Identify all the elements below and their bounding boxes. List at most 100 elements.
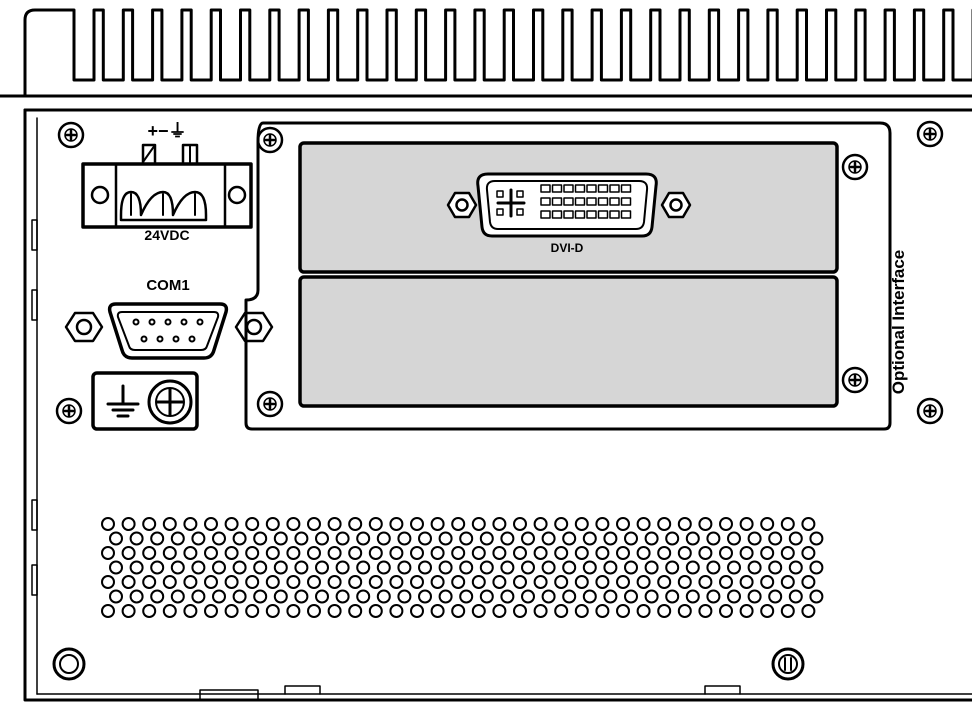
vent-hole: [368, 604, 383, 618]
vent-hole: [657, 575, 672, 589]
vent-hole: [451, 604, 466, 618]
vent-hole: [286, 546, 301, 560]
vent-hole: [533, 546, 548, 560]
vent-hole: [430, 546, 445, 560]
com1-pin: [164, 318, 172, 326]
vent-hole: [418, 531, 432, 546]
vent-hole: [562, 531, 577, 546]
vent-hole: [121, 604, 136, 618]
vent-hole: [327, 517, 342, 531]
vent-hole: [719, 517, 733, 531]
dvi-d-pin: [597, 197, 609, 206]
vent-hole: [273, 531, 288, 546]
vent-hole: [438, 589, 453, 604]
vent-hole: [101, 517, 115, 531]
vent-hole: [739, 546, 754, 560]
vent-hole: [109, 589, 123, 604]
power-voltage-label: 24VDC: [144, 227, 189, 243]
vent-hole: [727, 589, 741, 604]
dvi-d-pin: [540, 184, 551, 193]
vent-hole: [265, 575, 280, 589]
vent-hole: [212, 560, 226, 575]
mounting-screws: [55, 120, 944, 425]
vent-hole: [294, 560, 309, 575]
vent-hole: [500, 589, 515, 604]
vent-hole: [698, 604, 713, 618]
vent-hole: [479, 560, 494, 575]
vent-hole: [368, 546, 383, 560]
vent-hole: [780, 546, 795, 560]
vent-hole: [410, 517, 424, 531]
vent-hole: [788, 589, 803, 604]
vent-hole: [162, 604, 177, 618]
vent-hole: [595, 546, 610, 560]
vent-hole: [150, 531, 165, 546]
vent-hole: [327, 575, 342, 589]
vent-hole: [162, 546, 177, 560]
dvi-d-left-standoff: [446, 191, 478, 219]
vent-hole: [801, 517, 816, 531]
vent-hole: [492, 546, 507, 560]
vent-hole: [142, 546, 157, 560]
vent-hole: [644, 589, 659, 604]
vent-hole: [562, 589, 577, 604]
screw-icon: [57, 121, 85, 149]
vent-hole: [101, 604, 115, 618]
optional-interface-label: Optional Interface: [889, 250, 908, 395]
vent-hole: [513, 546, 527, 560]
vent-hole: [657, 604, 672, 618]
vent-hole: [109, 531, 123, 546]
screw-icon: [841, 366, 869, 394]
dvi-d-port: DVI-D: [446, 172, 692, 255]
vent-hole: [224, 546, 239, 560]
dvi-d-pin: [563, 197, 574, 206]
bottom-right-boss: [771, 647, 805, 681]
vent-hole: [170, 589, 185, 604]
vent-hole: [273, 589, 288, 604]
vent-hole: [224, 575, 239, 589]
vent-hole: [142, 604, 157, 618]
vent-hole: [410, 604, 424, 618]
vent-hole: [665, 560, 680, 575]
vent-hole: [768, 531, 783, 546]
vent-hole: [636, 604, 651, 618]
heatsink-fin-profile: [23, 8, 972, 98]
vent-hole: [438, 531, 453, 546]
vent-hole: [500, 560, 515, 575]
screw-icon: [256, 390, 284, 418]
vent-hole: [286, 604, 301, 618]
vent-hole: [232, 589, 247, 604]
vent-hole: [657, 546, 672, 560]
vent-hole: [265, 604, 280, 618]
vent-hole: [492, 575, 507, 589]
com1-right-standoff: [234, 311, 274, 343]
vent-hole: [389, 604, 404, 618]
vent-hole: [327, 604, 342, 618]
vent-hole: [574, 604, 589, 618]
vent-hole: [616, 604, 630, 618]
vent-hole: [418, 560, 432, 575]
com1-pin: [156, 335, 164, 343]
vent-hole: [727, 560, 741, 575]
vent-hole: [265, 517, 280, 531]
com1-pin: [196, 318, 204, 326]
vent-hole: [191, 589, 206, 604]
vent-hole: [438, 560, 453, 575]
dvi-d-pin: [609, 197, 620, 206]
vent-hole: [788, 531, 803, 546]
vent-hole: [129, 589, 144, 604]
dvi-d-pin: [540, 197, 551, 206]
vent-hole: [368, 575, 383, 589]
vent-hole: [191, 531, 206, 546]
vent-hole: [459, 560, 474, 575]
vent-hole: [747, 531, 762, 546]
vent-hole: [335, 531, 350, 546]
dvi-d-pin: [620, 184, 632, 193]
vent-hole: [479, 589, 494, 604]
vent-hole: [368, 517, 383, 531]
optional-interface-panel: Optional Interface: [244, 121, 908, 431]
vent-hole: [212, 531, 226, 546]
dvi-d-pin: [609, 210, 620, 219]
vent-hole: [574, 546, 589, 560]
